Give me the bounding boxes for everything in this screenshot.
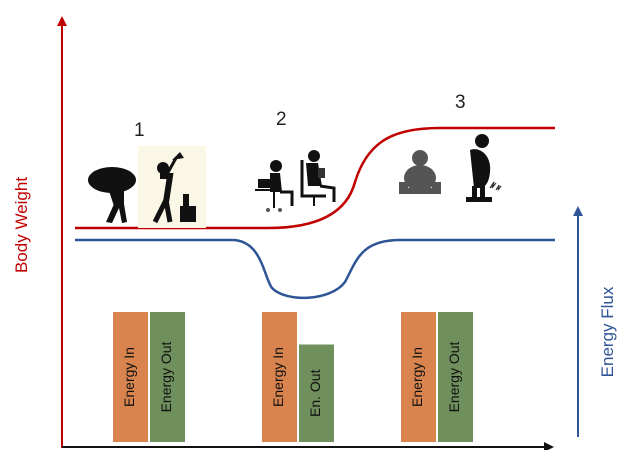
stage-1-energy-out-bar [150, 312, 185, 442]
overweight-person-on-scale-icon [466, 134, 502, 202]
energy-bars: Energy In Energy Out Energy In En. Out Energ… [113, 312, 473, 442]
stage-3-energy-out-label: Energy Out [446, 341, 462, 412]
person-at-computer-icon [255, 160, 294, 212]
stage-2-energy-out-label: En. Out [307, 369, 323, 417]
stage-2-energy-in-bar [262, 312, 297, 442]
stage-1-energy-out-label: Energy Out [158, 341, 174, 412]
stage-1-label: 1 [134, 120, 145, 141]
body-weight-label: Body Weight [12, 177, 31, 273]
energy-flux-curve [75, 238, 555, 299]
stage-3-label: 3 [455, 92, 466, 113]
sitting-overweight-person-icon [399, 150, 441, 194]
man-chopping-wood-icon [138, 146, 206, 228]
body-weight-curve [75, 126, 555, 230]
stage-3-energy-in-bar [401, 312, 436, 442]
farmer-carrying-load-icon [88, 167, 136, 223]
stage-2-label: 2 [276, 109, 287, 130]
person-in-chair-with-tablet-icon [300, 150, 336, 206]
stage-2-energy-in-label: Energy In [270, 347, 286, 407]
energy-flux-label: Energy Flux [598, 286, 617, 377]
stage-1-energy-in-label: Energy In [121, 347, 137, 407]
stage-3-energy-in-label: Energy In [409, 347, 425, 407]
stage-3-energy-out-bar [438, 312, 473, 442]
stage-1-energy-in-bar [113, 312, 148, 442]
stage-2-energy-out-bar [299, 344, 334, 442]
